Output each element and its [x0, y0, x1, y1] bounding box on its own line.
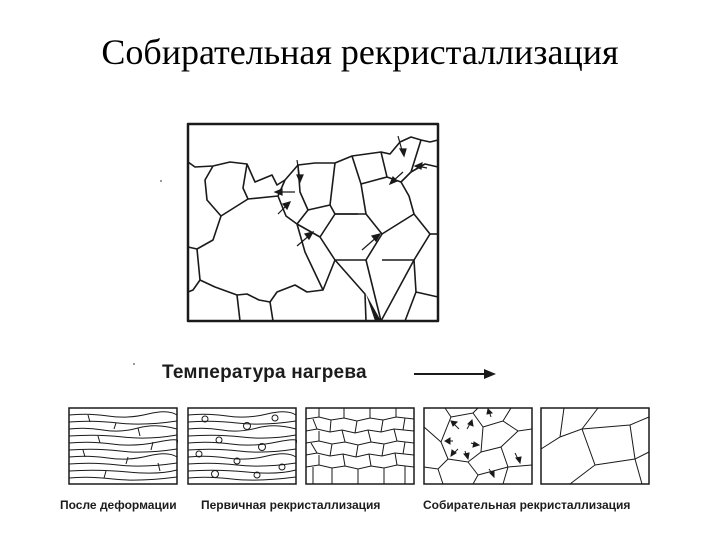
grain-boundary	[296, 223, 324, 291]
grain-boundary	[187, 136, 439, 186]
scan-speck	[133, 363, 135, 365]
migration-arrow-icon	[466, 418, 474, 430]
grain-boundary	[307, 162, 336, 211]
stage-panel-fine	[305, 407, 415, 485]
stage-panel-coarse	[540, 407, 650, 485]
grain-boundary	[220, 163, 249, 217]
stage-caption-primary: Первичная рекристаллизация	[201, 498, 381, 512]
grain-boundary	[413, 259, 439, 298]
migration-arrow-icon	[388, 171, 404, 186]
stage-panel-collective	[423, 407, 533, 485]
grain-boundary	[334, 259, 367, 322]
slide-title: Собирательная рекристаллизация	[101, 32, 619, 72]
grain-boundary	[351, 155, 388, 185]
grain-boundary	[381, 213, 431, 261]
migration-arrow-icon	[463, 450, 470, 461]
migration-arrow-icon	[486, 407, 494, 418]
diagram-frame	[186, 122, 440, 323]
grain-boundary	[196, 215, 222, 250]
grain-boundary	[199, 259, 336, 303]
grain-boundary	[400, 181, 415, 215]
grain-boundary	[296, 223, 321, 238]
migration-arrow-icon	[470, 441, 481, 448]
grain-boundary	[329, 204, 358, 215]
stage-caption-deformed: После деформации	[60, 498, 177, 512]
grain-boundary-wedge	[366, 294, 381, 321]
stage-panel-deformed	[68, 407, 178, 485]
scan-speck	[160, 180, 162, 182]
migration-arrow-icon	[514, 452, 522, 465]
grain-boundary	[236, 294, 241, 322]
migration-arrow-icon	[488, 468, 495, 479]
migration-arrow-icon	[273, 188, 295, 196]
migration-arrow-icon	[450, 448, 459, 457]
grain-boundary	[187, 246, 201, 293]
grain-boundary	[380, 259, 415, 322]
migration-arrow-icon	[277, 201, 292, 215]
grain-boundary	[277, 195, 298, 225]
grain-boundary	[365, 259, 382, 322]
migration-arrow-icon	[361, 233, 382, 251]
grain-boundary	[404, 291, 417, 322]
grain-boundary	[269, 301, 274, 322]
heating-temperature-label: Температура нагрева	[162, 362, 367, 383]
migration-arrow-icon	[397, 135, 407, 158]
grain-boundary	[410, 163, 439, 173]
stage-panel-primary	[187, 407, 297, 485]
migration-arrow-icon	[296, 159, 304, 184]
grain-boundary	[360, 183, 367, 215]
migration-arrow-icon	[444, 437, 453, 445]
arrow-right-icon	[414, 369, 496, 379]
stage-caption-collective: Собирательная рекристаллизация	[423, 498, 631, 512]
grain-boundary	[204, 165, 222, 217]
migration-arrow-icon	[450, 420, 460, 430]
grain-growth-diagram	[186, 122, 440, 323]
migration-arrow-icon	[296, 231, 315, 247]
migration-arrow-icon	[413, 162, 428, 170]
